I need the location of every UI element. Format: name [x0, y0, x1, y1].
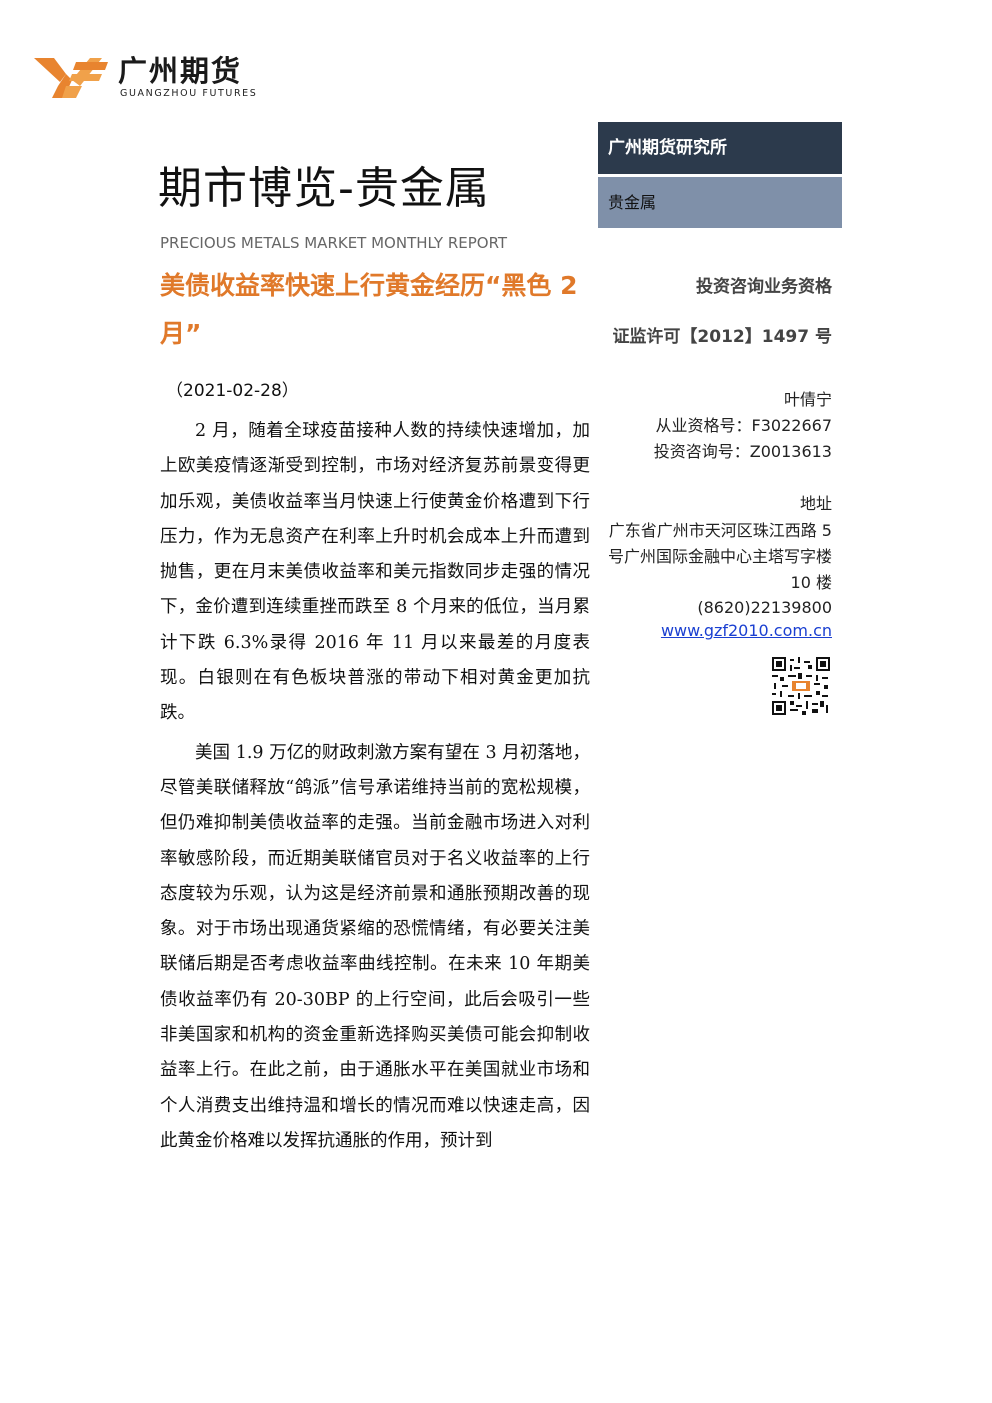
- logo-text-cn: 广州期货: [118, 54, 243, 88]
- analyst-name: 叶倩宁: [783, 390, 832, 409]
- report-headline: 美债收益率快速上行黄金经历“黑色 2 月”: [160, 271, 578, 348]
- qualification-label: 投资咨询业务资格: [696, 277, 832, 297]
- phone-number: (8620)22139800: [697, 598, 832, 617]
- address-text: 广东省广州市天河区珠江西路 5 号广州国际金融中心主塔写字楼 10 楼: [607, 521, 832, 592]
- company-logo: 广州期货 GUANGZHOU FUTURES: [32, 52, 262, 102]
- qr-code-icon: [772, 657, 830, 715]
- address-label: 地址: [799, 494, 832, 513]
- institute-banner: 广州期货研究所: [598, 122, 842, 174]
- logo-text-en: GUANGZHOU FUTURES: [120, 88, 258, 99]
- report-date: （2021-02-28）: [166, 381, 299, 401]
- consult-cert: 投资咨询号：Z0013613: [653, 442, 832, 461]
- body-paragraph: 2 月，随着全球疫苗接种人数的持续快速增加，加上欧美疫情逐渐受到控制，市场对经济…: [160, 421, 590, 724]
- practice-cert: 从业资格号：F3022667: [655, 416, 832, 435]
- report-subtitle-en: PRECIOUS METALS MARKET MONTHLY REPORT: [160, 234, 508, 252]
- report-body: 2 月，随着全球疫苗接种人数的持续快速增加，加上欧美疫情逐渐受到控制，市场对经济…: [160, 414, 590, 1163]
- license-number: 证监许可【2012】1497 号: [612, 327, 832, 347]
- website-link[interactable]: www.gzf2010.com.cn: [660, 621, 832, 640]
- body-paragraph: 美国 1.9 万亿的财政刺激方案有望在 3 月初落地，尽管美联储释放“鸽派”信号…: [160, 742, 590, 1151]
- category-banner: 贵金属: [598, 177, 842, 228]
- report-title: 期市博览-贵金属: [158, 163, 490, 214]
- logo-mark-icon: [34, 58, 108, 98]
